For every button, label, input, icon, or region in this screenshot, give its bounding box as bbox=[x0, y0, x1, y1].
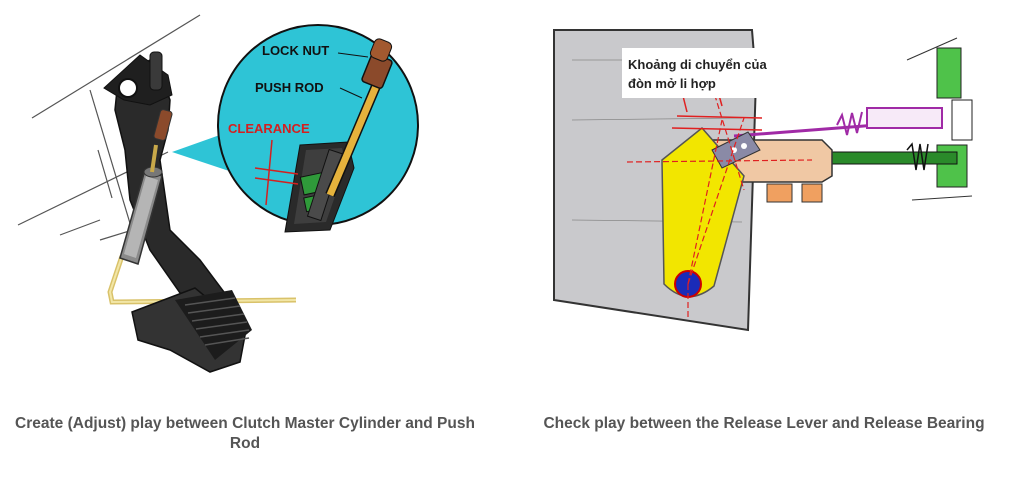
callout-box bbox=[622, 48, 812, 98]
travel-lines bbox=[626, 85, 813, 318]
spring-rod bbox=[733, 107, 943, 138]
pedal-pad bbox=[131, 287, 252, 373]
release-rod bbox=[826, 142, 958, 171]
left-figure-panel: LOCK NUT PUSH ROD CLEARANCE Create (Adju… bbox=[15, 14, 475, 452]
clearance-label: CLEARANCE bbox=[228, 121, 310, 136]
push-rod-label: PUSH ROD bbox=[255, 80, 324, 95]
release-lever-diagram: Khoảng di chuyển của đòn mở li hợp bbox=[553, 29, 973, 332]
right-caption: Check play between the Release Lever and… bbox=[543, 415, 985, 432]
clutch-pedal-diagram: LOCK NUT PUSH ROD CLEARANCE bbox=[17, 14, 419, 373]
callout-line-2: đòn mở li hợp bbox=[628, 76, 716, 91]
pedal-arm bbox=[103, 51, 231, 319]
right-components bbox=[906, 37, 973, 201]
left-caption: Create (Adjust) play between Clutch Mast… bbox=[15, 415, 475, 452]
lock-nut-label: LOCK NUT bbox=[262, 43, 329, 58]
firewall-lines bbox=[17, 14, 201, 241]
zoom-circle bbox=[217, 24, 419, 233]
master-cylinder bbox=[119, 109, 173, 265]
right-figure-panel: Khoảng di chuyển của đòn mở li hợp Check… bbox=[512, 0, 1024, 492]
callout-line-1: Khoảng di chuyển của bbox=[628, 57, 767, 72]
